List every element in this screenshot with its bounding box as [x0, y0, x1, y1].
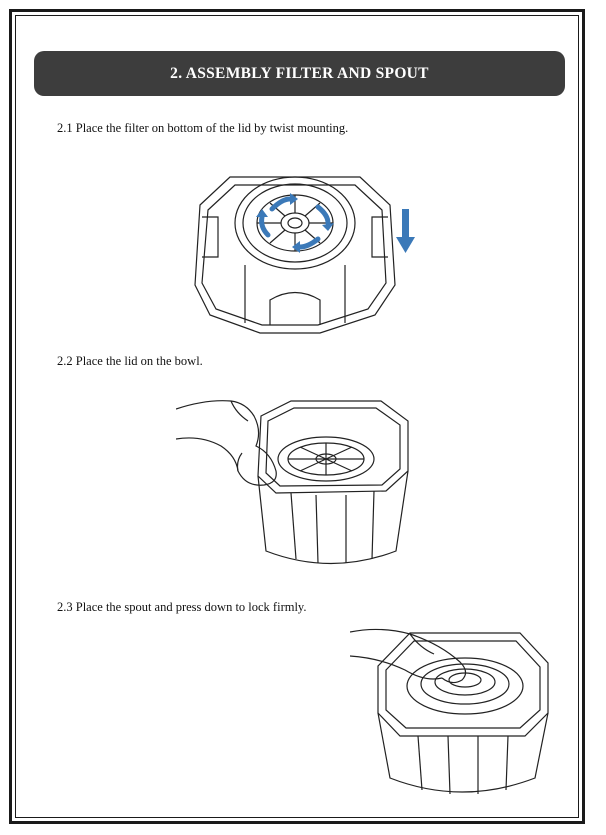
- step-2-1-instruction: 2.1 Place the filter on bottom of the li…: [57, 121, 349, 135]
- section-header: 2. ASSEMBLY FILTER AND SPOUT: [34, 51, 565, 96]
- spout-press-illustration: [350, 618, 550, 798]
- page-outer-border: [9, 9, 585, 824]
- section-title: 2. ASSEMBLY FILTER AND SPOUT: [170, 64, 429, 82]
- step-2-3-instruction: 2.3 Place the spout and press down to lo…: [57, 600, 307, 614]
- lid-filter-illustration: [190, 165, 420, 337]
- step-2-2-instruction: 2.2 Place the lid on the bowl.: [57, 354, 203, 368]
- lid-on-bowl-illustration: [176, 391, 416, 571]
- page-inner-border: [15, 15, 579, 818]
